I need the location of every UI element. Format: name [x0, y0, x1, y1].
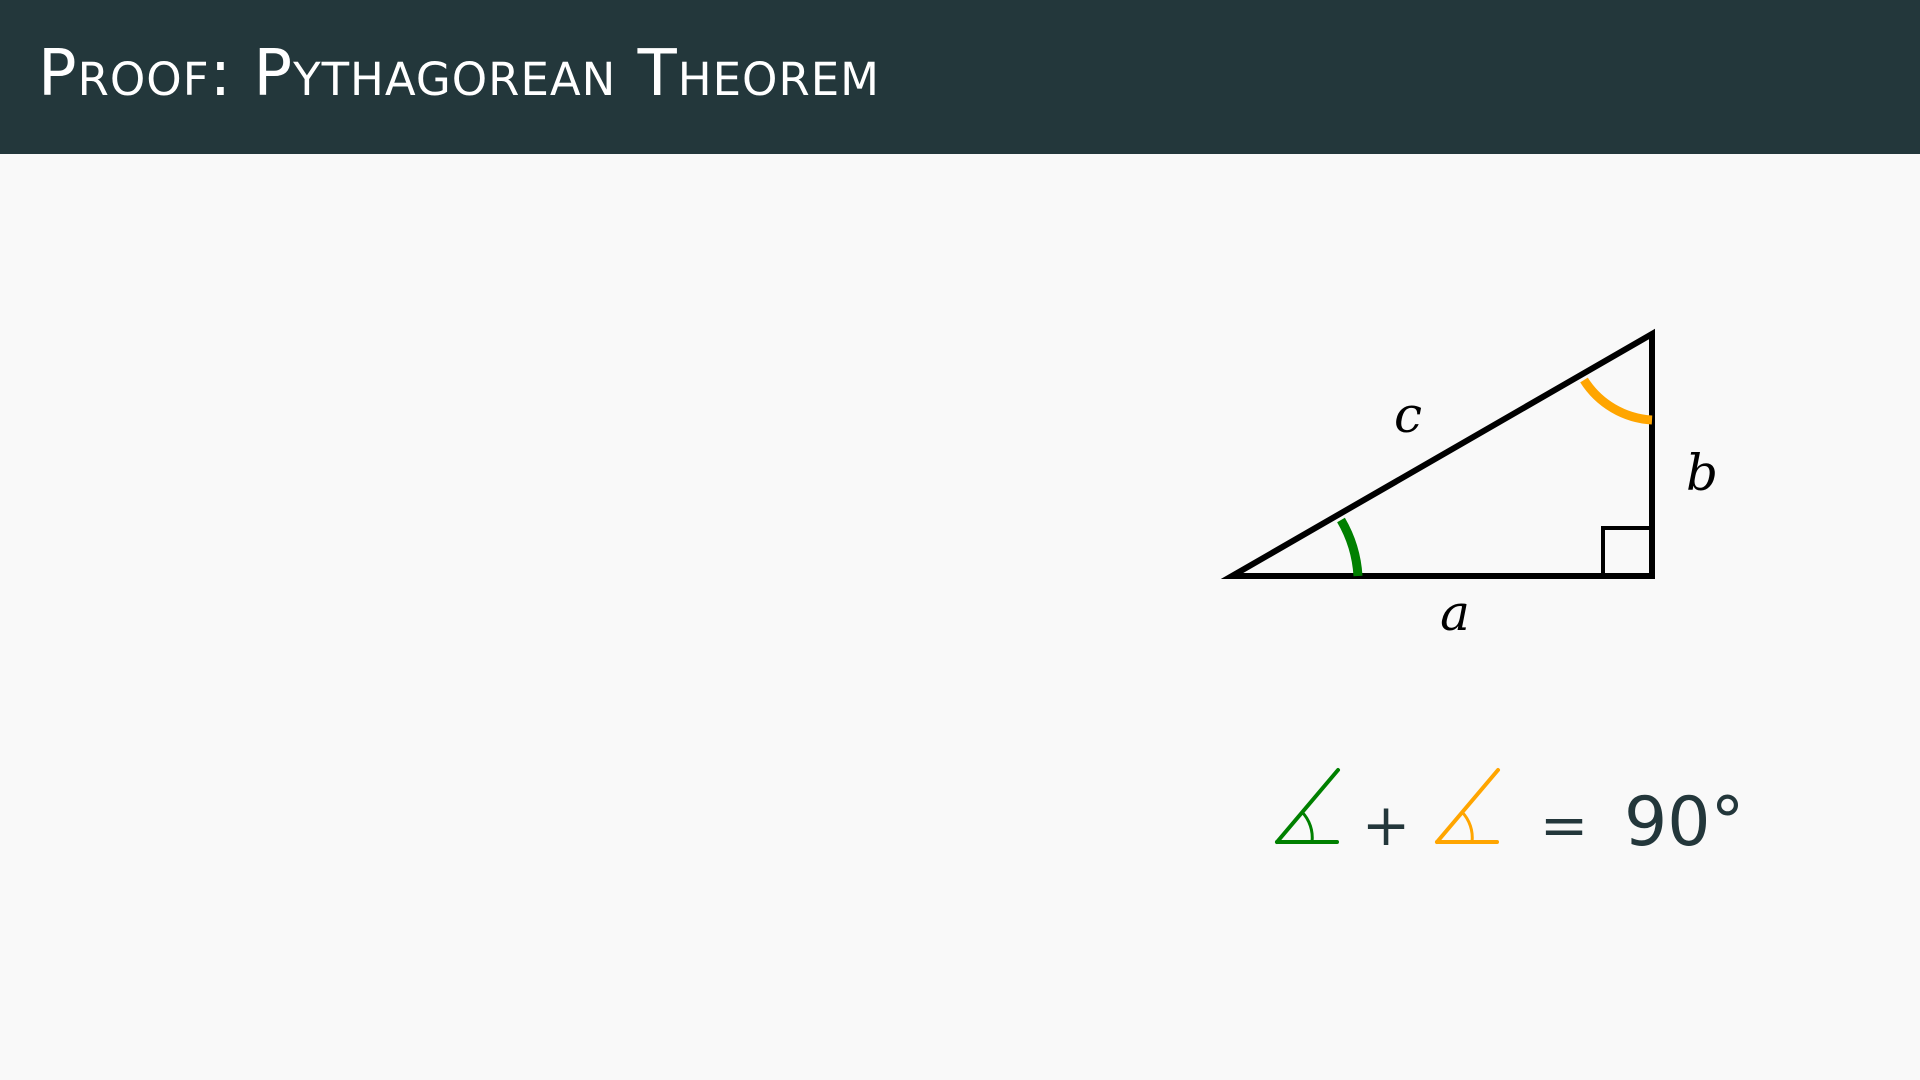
slide-title: Proof: Pythagorean Theorem	[38, 37, 880, 111]
slide-header: Proof: Pythagorean Theorem	[0, 0, 1920, 154]
plus-sign: +	[1362, 791, 1411, 859]
side-label-c: c	[1394, 386, 1422, 444]
side-label-a: a	[1440, 584, 1470, 642]
side-label-b: b	[1686, 444, 1718, 502]
angle-equation: + = 90°	[1275, 768, 1745, 862]
equals-sign: =	[1540, 791, 1589, 859]
right-triangle	[1220, 328, 1655, 579]
right-angle-marker	[1601, 526, 1652, 576]
equation-value: 90°	[1624, 783, 1745, 862]
angle-beta-arc	[1580, 377, 1653, 425]
angle-alpha-arc	[1337, 517, 1363, 577]
angle-icon	[1435, 768, 1500, 844]
angle-icon	[1275, 768, 1340, 844]
